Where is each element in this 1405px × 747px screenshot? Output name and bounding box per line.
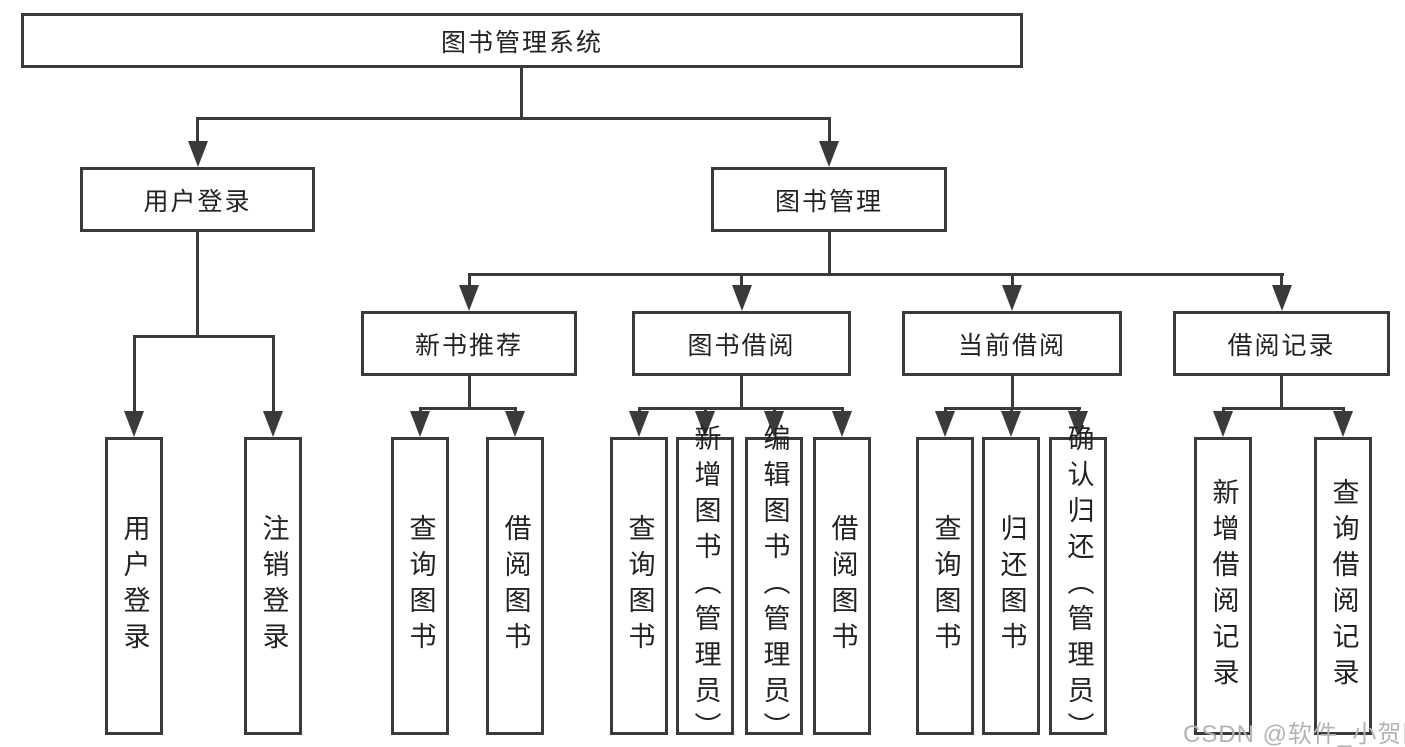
connector-line (196, 117, 199, 145)
connector-line (196, 232, 199, 335)
connector-line (827, 117, 831, 145)
node-book-borrowing: 图书借阅 (632, 311, 851, 376)
csdn-watermark: CSDN @软件_小贺同学 (1183, 721, 1405, 747)
connector-line (467, 273, 1284, 276)
arrow-down-icon (124, 411, 144, 437)
arrow-down-icon (695, 411, 715, 437)
arrow-down-icon (819, 141, 839, 167)
arrow-down-icon (263, 411, 283, 437)
leaf-bb-borrow-books: 借阅图书 (813, 437, 871, 735)
leaf-bb-edit-books-admin: 编辑图书（管理员） (745, 424, 803, 747)
connector-line (740, 273, 743, 287)
connector-line (467, 273, 471, 287)
connector-line (418, 407, 517, 410)
leaf-br-add-record: 新增借阅记录 (1194, 437, 1252, 735)
leaf-label: 查询图书 (405, 514, 436, 658)
arrow-down-icon (1002, 285, 1022, 311)
leaf-br-query-record: 查询借阅记录 (1314, 437, 1372, 735)
connector-line (740, 376, 743, 407)
arrow-down-icon (505, 411, 525, 437)
leaf-bb-query-books: 查询图书 (610, 437, 668, 735)
leaf-cb-query-books: 查询图书 (916, 437, 974, 735)
arrow-down-icon (935, 411, 955, 437)
arrow-down-icon (1271, 285, 1292, 311)
node-new-book-recommend: 新书推荐 (361, 311, 577, 376)
leaf-cb-return-books: 归还图书 (982, 437, 1040, 735)
node-book-management: 图书管理 (711, 167, 947, 232)
leaf-label: 编辑图书（管理员） (759, 424, 790, 747)
arrow-down-icon (187, 141, 208, 167)
connector-line (827, 232, 831, 273)
connector-line (1010, 376, 1014, 407)
connector-line (271, 335, 275, 415)
arrow-down-icon (1333, 411, 1353, 437)
connector-line (1010, 273, 1014, 287)
connector-line (196, 117, 831, 120)
leaf-label: 归还图书 (996, 514, 1027, 658)
leaf-user-login: 用户登录 (105, 437, 163, 735)
connector-line (467, 376, 471, 407)
leaf-label: 查询借阅记录 (1328, 478, 1359, 694)
connector-line (520, 68, 523, 118)
arrow-down-icon (1001, 411, 1021, 437)
leaf-logout: 注销登录 (244, 437, 302, 735)
arrow-down-icon (459, 285, 479, 311)
arrow-down-icon (1068, 411, 1088, 437)
leaf-label: 查询图书 (930, 514, 961, 658)
arrow-down-icon (1213, 411, 1233, 437)
leaf-label: 借阅图书 (827, 514, 858, 658)
arrow-down-icon (410, 411, 430, 437)
leaf-label: 借阅图书 (500, 514, 531, 658)
node-current-borrowing: 当前借阅 (902, 311, 1122, 376)
arrow-down-icon (832, 411, 852, 437)
arrow-down-icon (764, 411, 784, 437)
connector-line (132, 335, 136, 415)
leaf-label: 注销登录 (258, 514, 289, 658)
leaf-nbr-query-books: 查询图书 (391, 437, 449, 735)
leaf-nbr-borrow-books: 借阅图书 (486, 437, 544, 735)
node-library-management-system: 图书管理系统 (21, 13, 1023, 68)
arrow-down-icon (731, 285, 752, 311)
node-borrowing-records: 借阅记录 (1173, 311, 1390, 376)
leaf-label: 查询图书 (624, 514, 655, 658)
connector-line (1280, 376, 1283, 407)
leaf-label: 新增借阅记录 (1208, 478, 1239, 694)
leaf-bb-add-books-admin: 新增图书（管理员） (676, 424, 734, 747)
connector-line (1221, 407, 1345, 410)
node-user-login: 用户登录 (80, 167, 315, 232)
connector-line (637, 407, 844, 410)
arrow-down-icon (629, 411, 649, 437)
leaf-label: 用户登录 (119, 514, 150, 658)
connector-line (132, 335, 275, 338)
leaf-label: 新增图书（管理员） (690, 424, 721, 747)
leaf-cb-confirm-return-admin: 确认归还（管理员） (1049, 424, 1107, 747)
leaf-label: 确认归还（管理员） (1063, 424, 1094, 747)
connector-line (1280, 273, 1283, 287)
